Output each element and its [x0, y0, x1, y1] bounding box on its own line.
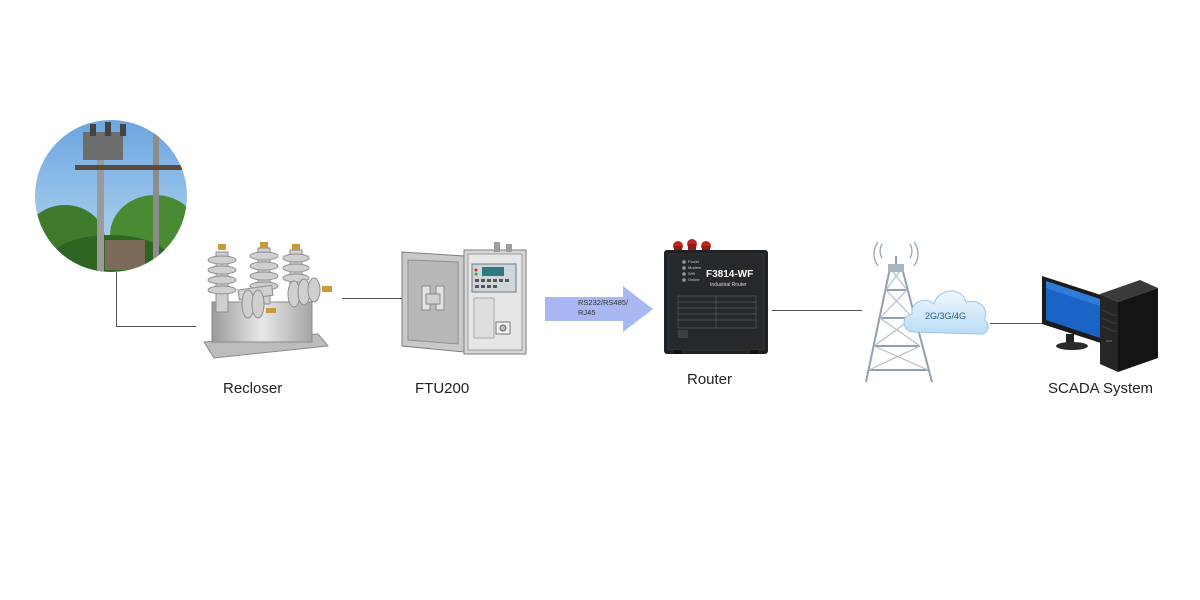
router-led-online: Online — [688, 277, 700, 282]
recloser-to-ftu-line — [342, 298, 402, 299]
router-led-wifi: Wifi — [688, 271, 695, 276]
router-model: F3814-WF — [706, 269, 754, 280]
protocol-label-line1: RS232/RS485/ — [578, 298, 629, 307]
scada-computer-icon — [1042, 276, 1158, 372]
protocol-label-line2: RJ45 — [578, 308, 596, 317]
cell-tower-icon — [865, 241, 933, 383]
router-led-power: Power — [688, 259, 700, 264]
cloud-to-scada-line — [990, 323, 1042, 324]
router-subtitle: Industrial Router — [710, 282, 747, 288]
network-label: 2G/3G/4G — [925, 311, 967, 321]
cloud-icon — [903, 290, 989, 335]
recloser-image — [203, 242, 332, 359]
protocol-arrow — [545, 286, 653, 332]
ftu-label: FTU200 — [415, 380, 470, 397]
pole-to-recloser-vertical — [116, 272, 117, 327]
router-image — [664, 239, 768, 354]
pole-to-recloser-horizontal — [116, 326, 196, 327]
router-to-tower-line — [772, 310, 862, 311]
router-led-modem: Modem — [688, 265, 702, 270]
ftu-cabinet-image — [401, 242, 527, 355]
pole-photo — [35, 120, 187, 272]
router-label: Router — [687, 371, 733, 388]
scada-label: SCADA System — [1048, 380, 1154, 397]
recloser-label: Recloser — [223, 380, 283, 397]
